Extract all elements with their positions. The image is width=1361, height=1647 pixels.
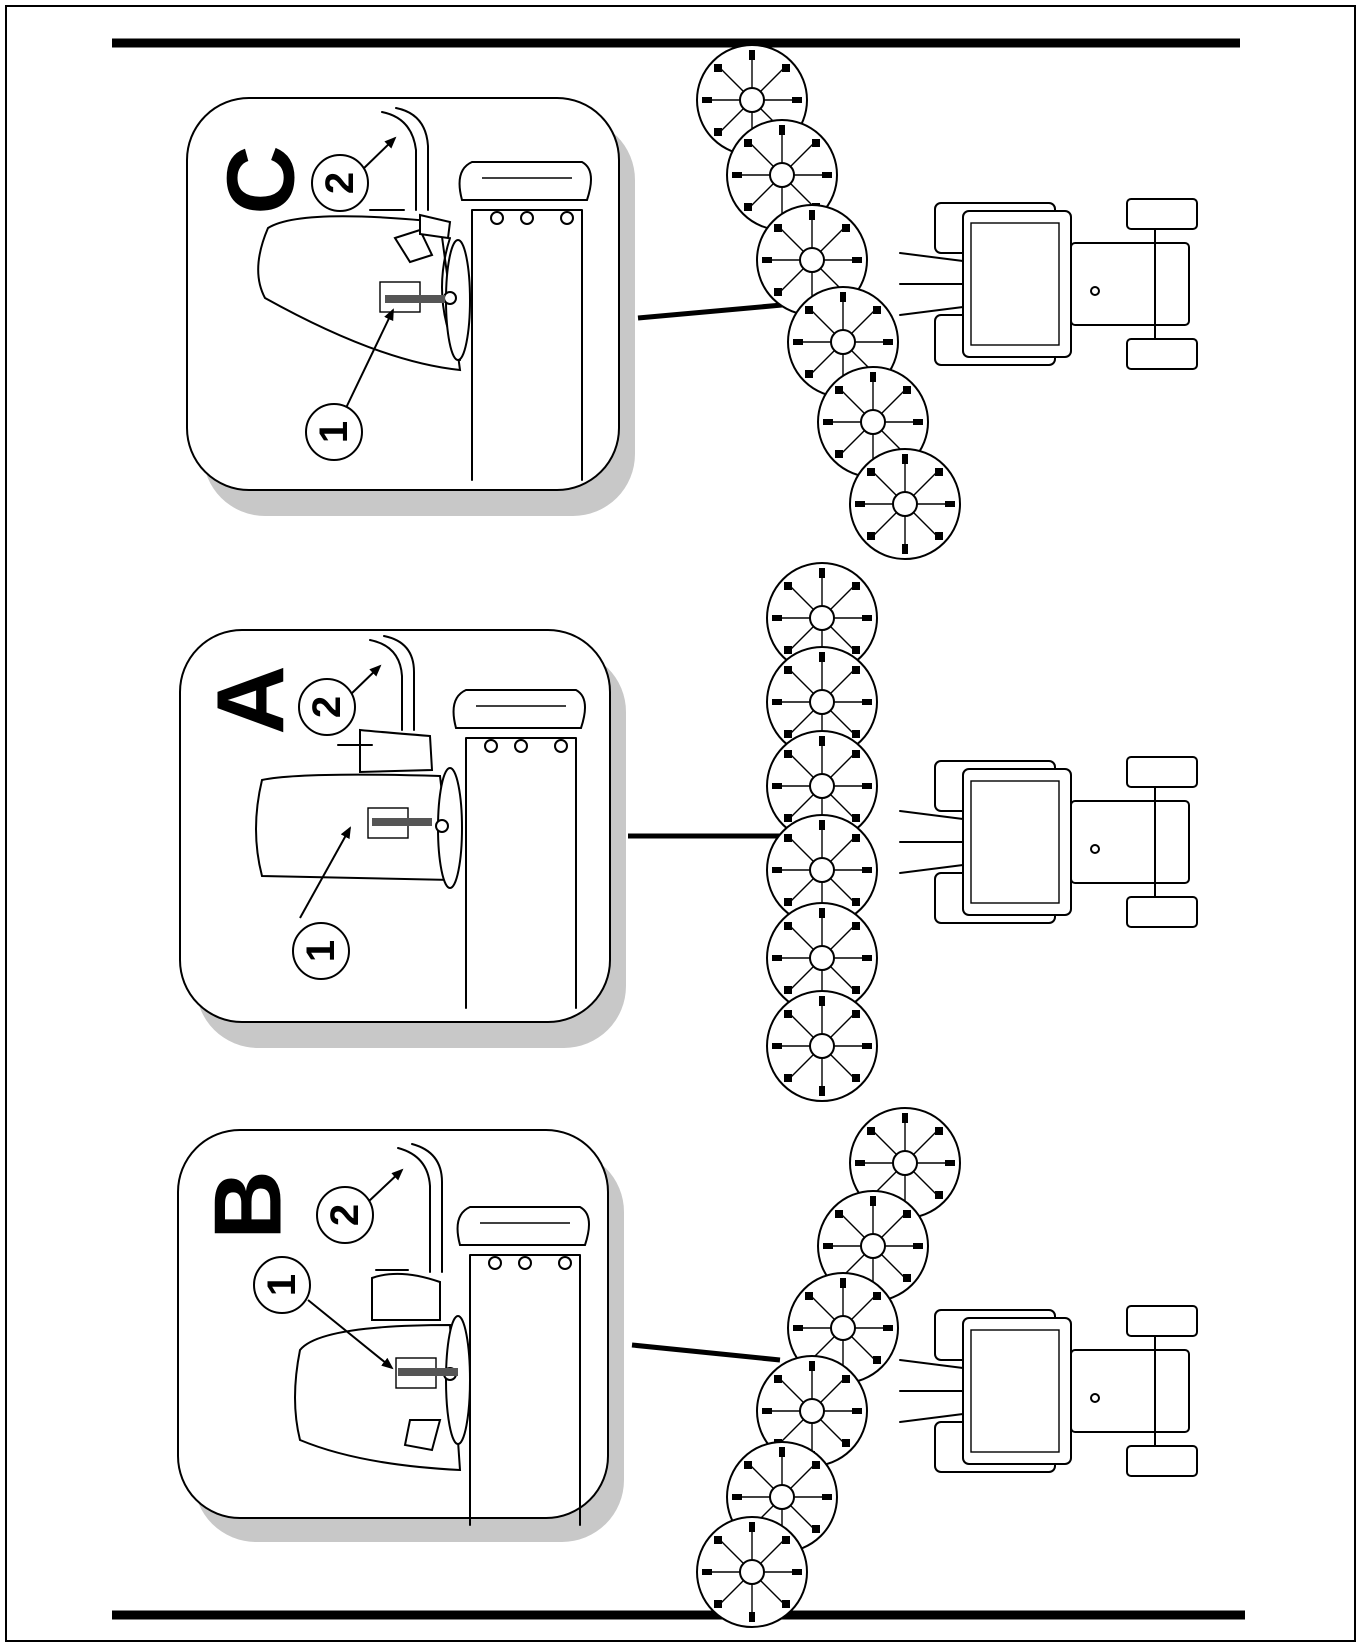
panel-c-callout-2-label: 2 bbox=[318, 172, 362, 194]
panel-b-callout-1-label: 1 bbox=[260, 1274, 304, 1296]
panel-b-leader-2 bbox=[367, 1168, 404, 1203]
panel-c-callout-1 bbox=[305, 403, 363, 461]
panel-a-callout-2 bbox=[298, 678, 356, 736]
machine-b bbox=[696, 1107, 1198, 1628]
panel-b-leader-1 bbox=[307, 1299, 394, 1370]
panel-a-callout-1 bbox=[292, 922, 350, 980]
panel-c-connector bbox=[637, 302, 783, 321]
machine-c bbox=[696, 44, 1198, 560]
panel-c-mechanism bbox=[257, 107, 592, 481]
panel-b-letter: B bbox=[194, 1170, 301, 1239]
tractor bbox=[899, 198, 1198, 370]
panel-a-leader-1 bbox=[299, 826, 351, 919]
panel-b-callout-1 bbox=[253, 1256, 311, 1314]
tractor bbox=[899, 1305, 1198, 1477]
panel-c-letter: C bbox=[207, 145, 314, 214]
panel-c-callout-2 bbox=[311, 154, 369, 212]
rotor bbox=[766, 990, 878, 1102]
machine-a bbox=[766, 562, 1198, 1102]
panel-a: A 1 2 bbox=[179, 629, 810, 1048]
panel-c-callout-1-label: 1 bbox=[312, 421, 356, 443]
rotor bbox=[696, 1516, 808, 1628]
panel-c: C 1 2 bbox=[186, 97, 783, 516]
tractor bbox=[899, 756, 1198, 928]
panel-c-leader-1 bbox=[344, 308, 394, 411]
panel-b-callout-2 bbox=[316, 1186, 374, 1244]
rotor bbox=[849, 448, 961, 560]
panel-c-leader-2 bbox=[359, 136, 397, 173]
panel-b-callout-2-label: 2 bbox=[323, 1204, 367, 1226]
page-border bbox=[5, 5, 1356, 1642]
panel-a-letter: A bbox=[197, 665, 304, 734]
panel-a-mechanism bbox=[255, 635, 586, 1009]
panel-b-connector bbox=[631, 1342, 781, 1363]
panel-b: B 1 2 bbox=[177, 1129, 781, 1542]
panel-a-callout-2-label: 2 bbox=[305, 696, 349, 718]
panel-a-leader-2 bbox=[349, 664, 382, 696]
panel-a-callout-1-label: 1 bbox=[299, 940, 343, 962]
panel-b-mechanism bbox=[294, 1143, 590, 1526]
